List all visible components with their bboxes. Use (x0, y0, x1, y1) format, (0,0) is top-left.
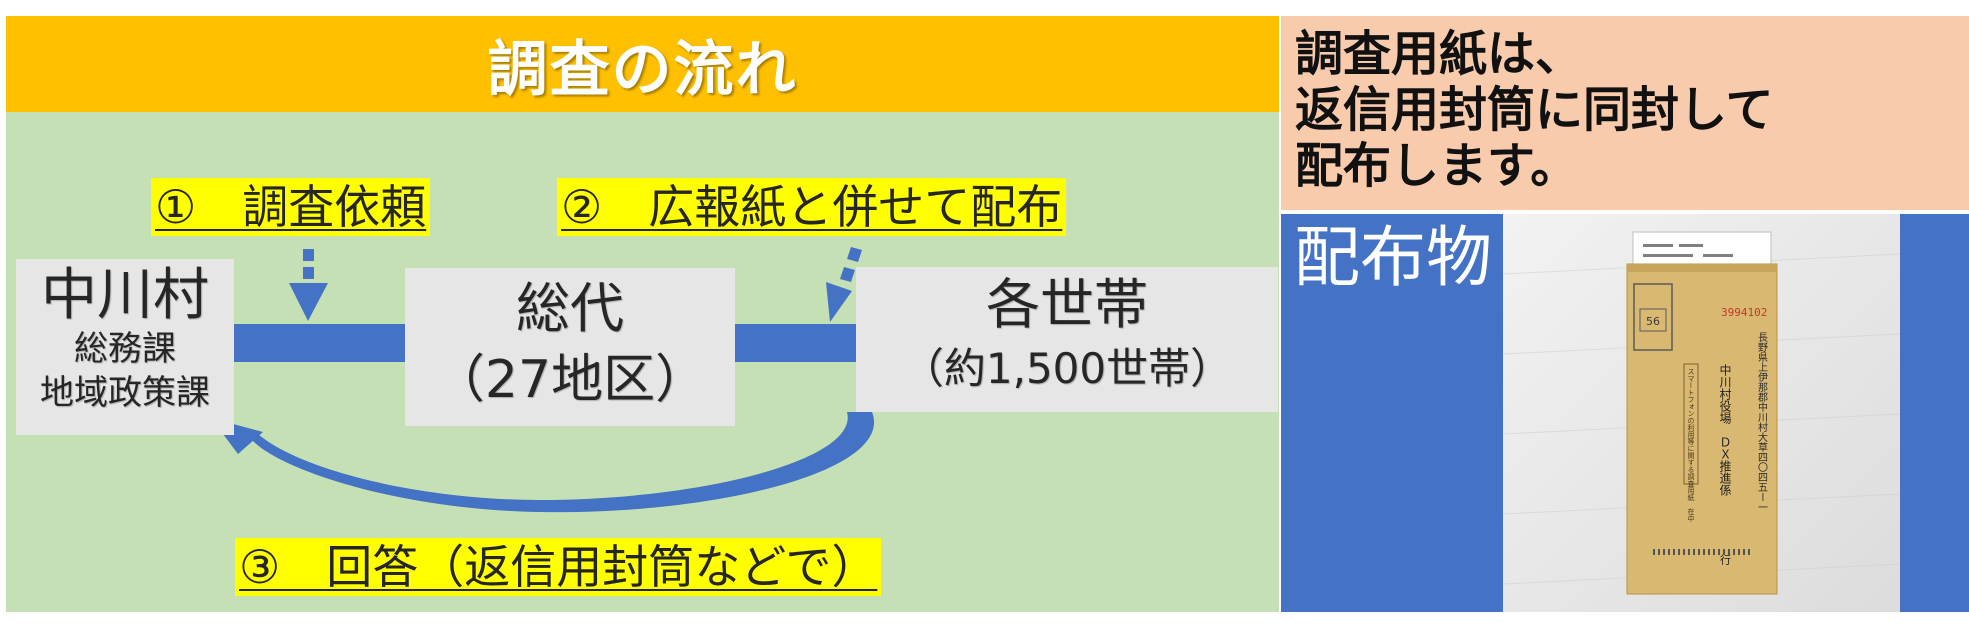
arrow-bar-village-to-reps (232, 324, 406, 362)
envelope-postal-code: 3994102 (1721, 306, 1767, 319)
envelope-recipient: 中川村役場 ＤＸ推進係 (1718, 363, 1732, 496)
node-households: 各世帯 （約1,500世帯） (856, 267, 1278, 412)
step2-label: ② 広報紙と併せて配布 (557, 178, 1067, 236)
envelope-stamp-box (1633, 283, 1673, 351)
title-band: 調査の流れ (6, 16, 1279, 112)
households-name: 各世帯 (986, 273, 1148, 336)
note-line-2: 返信用封筒に同封して (1295, 82, 1774, 138)
households-detail: （約1,500世帯） (901, 344, 1233, 393)
node-representatives: 総代 （27地区） (405, 268, 735, 426)
reps-detail: （27地区） (432, 350, 708, 410)
step3-label: ③ 回答（返信用封筒などで） (235, 538, 882, 596)
note-line-1: 調査用紙は、 (1295, 26, 1584, 82)
step1-dashed-arrow (289, 249, 328, 321)
step2-dashed-arrow (826, 247, 862, 322)
village-dept-general-affairs: 総務課 (74, 329, 176, 369)
envelope (1626, 263, 1778, 595)
envelope-badge: 56 (1646, 315, 1660, 328)
node-village: 中川村 総務課 地域政策課 (16, 259, 234, 435)
distribution-label: 配布物 (1294, 219, 1492, 296)
envelope-recipient-suffix: 行 (1719, 554, 1732, 566)
note-line-3: 配布します。 (1295, 138, 1579, 194)
envelope-photo: 56 3994102 長野県上伊那郡中川村大草四〇四五ー一 中川村役場 ＤＸ推進… (1503, 214, 1900, 612)
return-curved-arrow (252, 412, 875, 513)
distribution-note: 調査用紙は、 返信用封筒に同封して 配布します。 (1281, 16, 1969, 210)
envelope-barcode (1653, 549, 1750, 555)
page-title: 調査の流れ (487, 34, 798, 105)
step1-label: ① 調査依頼 (151, 178, 431, 236)
envelope-boxed-text: スマートフォンの利用等に関する調査用紙 在中 (1687, 368, 1695, 523)
reps-name: 総代 (516, 277, 624, 340)
village-name: 中川村 (41, 263, 209, 328)
envelope-address: 長野県上伊那郡中川村大草四〇四五ー一 (1756, 332, 1768, 512)
village-dept-regional-policy: 地域政策課 (40, 373, 210, 413)
